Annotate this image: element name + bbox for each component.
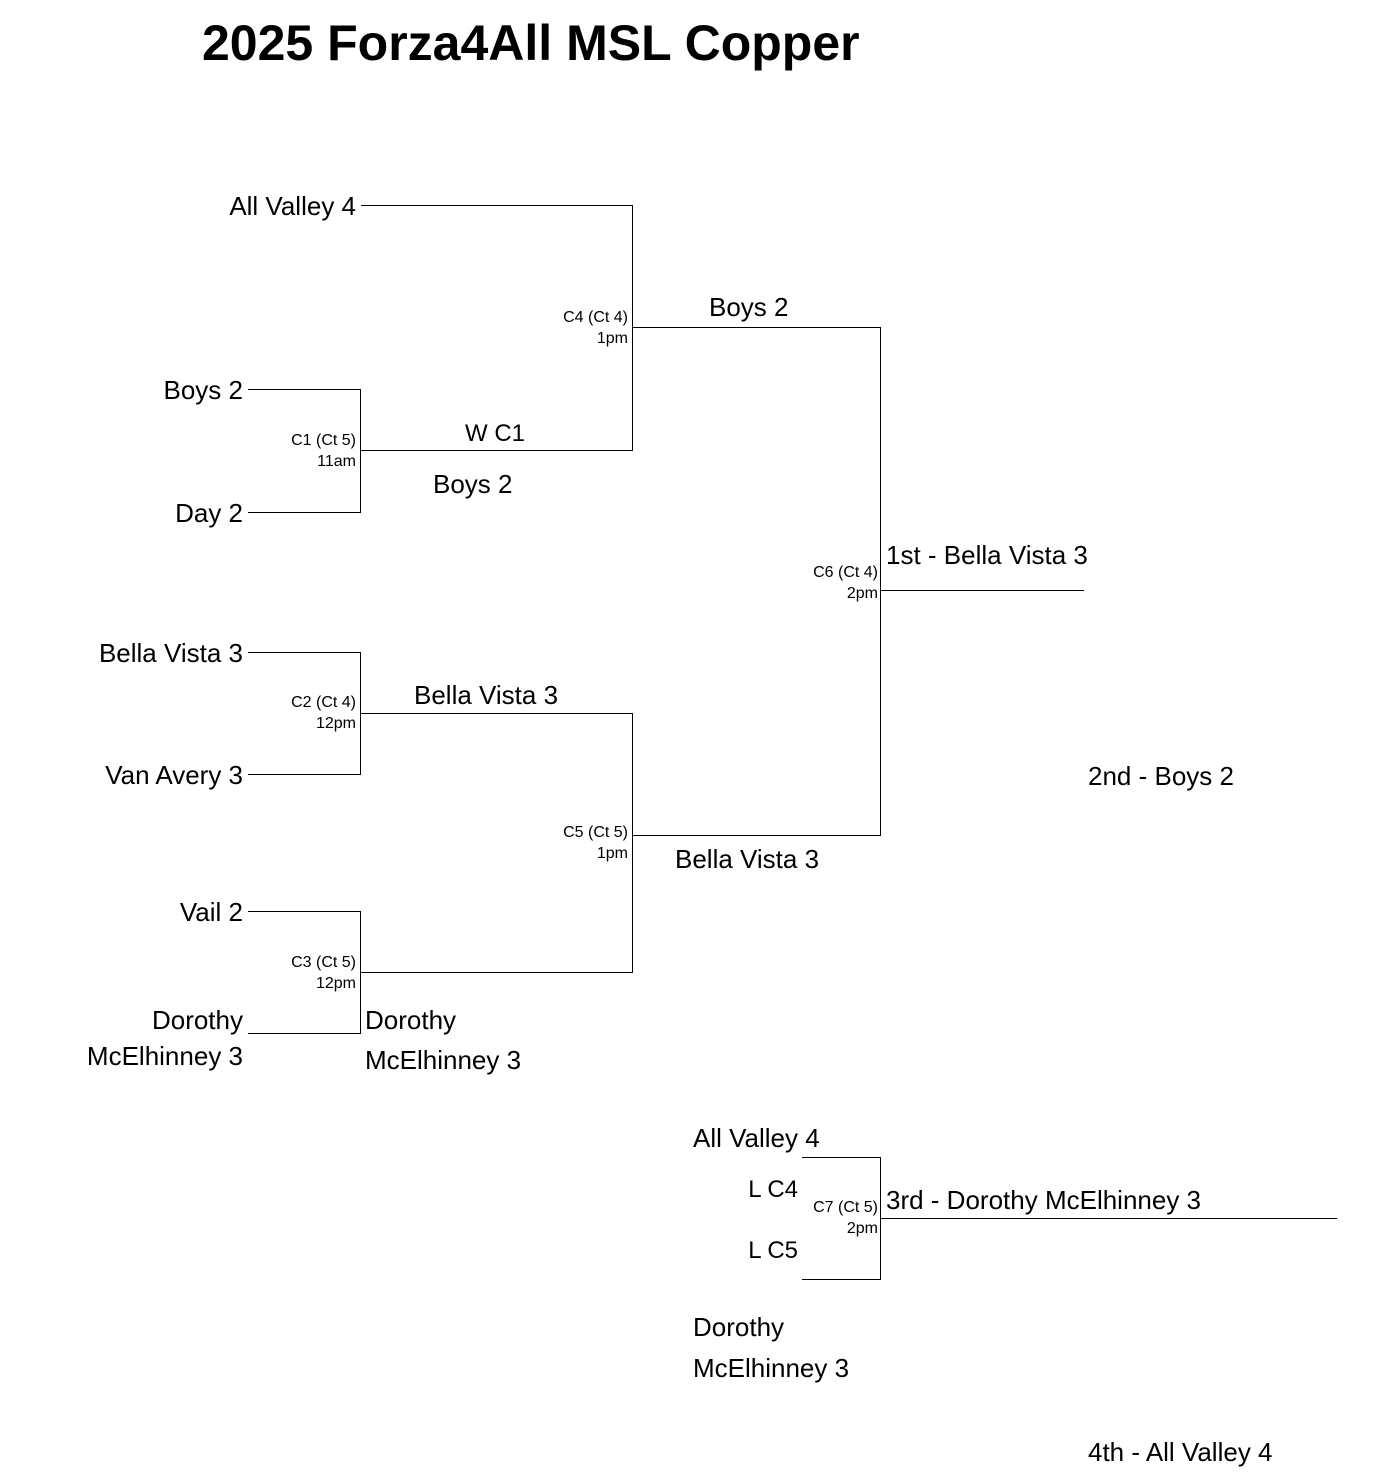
c7-slot-l-c4: L C4 [748,1176,798,1203]
c7-team-all-valley-4: All Valley 4 [693,1123,820,1153]
bracket-title: 2025 Forza4All MSL Copper [202,15,860,71]
game-c4-id: C4 (Ct 4) [563,309,628,326]
game-c6-id: C6 (Ct 4) [813,564,878,581]
c2-winner: Bella Vista 3 [414,680,559,710]
c7-bottom-line [802,1279,881,1280]
c2-bottom-line [248,774,361,775]
c7-winner-line [881,1218,1337,1219]
c3-vertical-line [360,911,361,1034]
game-c2-label: C2 (Ct 4) 12pm [291,692,356,734]
c7-slot-l-c5: L C5 [748,1237,798,1264]
third-place: 3rd - Dorothy McElhinney 3 [886,1185,1202,1215]
game-c2-time: 12pm [315,715,356,732]
c2-vertical-line [360,652,361,775]
game-c4-time: 1pm [596,330,628,347]
c5-vertical-line [632,713,633,973]
c1-winner: Boys 2 [433,469,513,499]
c6-winner-line [881,590,1084,591]
c4-vertical-line [632,205,633,451]
c1-bottom-line [248,512,361,513]
c4-winner-line [633,327,881,328]
team-name-line-2: McElhinney 3 [86,1041,243,1071]
c3-top-line [248,911,361,912]
c2-top-line [248,652,361,653]
team-all-valley-4: All Valley 4 [229,191,356,221]
c5-winner: Bella Vista 3 [675,844,820,874]
c4-winner: Boys 2 [709,292,789,322]
game-c1-id: C1 (Ct 5) [291,432,356,449]
team-van-avery-3: Van Avery 3 [105,760,243,790]
c3-winner-line-2: McElhinney 3 [365,1045,522,1075]
c7-top-line [802,1157,881,1158]
fourth-place: 4th - All Valley 4 [1088,1437,1273,1467]
game-c1-label: C1 (Ct 5) 11am [291,430,356,472]
game-c3-time: 12pm [315,975,356,992]
game-c5-time: 1pm [596,845,628,862]
team-day-2: Day 2 [175,498,243,528]
c1-winner-line [361,450,633,451]
game-c7-label: C7 (Ct 5) 2pm [813,1197,878,1239]
c3-bottom-line [248,1033,361,1034]
c4-top-line [361,205,633,206]
game-c6-time: 2pm [846,585,878,602]
game-c3-label: C3 (Ct 5) 12pm [291,952,356,994]
team-boys-2: Boys 2 [163,375,244,405]
c2-winner-line [361,713,633,714]
game-c5-label: C5 (Ct 5) 1pm [563,822,628,864]
team-name-line-1: Dorothy [151,1005,243,1035]
game-c2-id: C2 (Ct 4) [291,694,356,711]
game-c4-label: C4 (Ct 4) 1pm [563,307,628,349]
game-c5-id: C5 (Ct 5) [563,824,628,841]
c7-vertical-line [880,1157,881,1280]
c7-team-dorothy-mcelhinney-3: Dorothy McElhinney 3 [693,1307,849,1389]
first-place: 1st - Bella Vista 3 [886,540,1088,570]
game-c7-id: C7 (Ct 5) [813,1199,878,1216]
game-c1-time: 11am [317,453,356,470]
game-c3-id: C3 (Ct 5) [291,954,356,971]
c3-winner: Dorothy McElhinney 3 [365,1000,521,1080]
team-bella-vista-3: Bella Vista 3 [98,638,243,668]
team-vail-2: Vail 2 [179,897,243,927]
second-place: 2nd - Boys 2 [1088,761,1234,791]
c7-team-line-2: McElhinney 3 [693,1353,850,1383]
game-c6-label: C6 (Ct 4) 2pm [813,562,878,604]
c1-vertical-line [360,389,361,513]
c1-winner-placeholder: W C1 [465,420,525,447]
c3-winner-line [361,972,633,973]
c5-winner-line [633,835,881,836]
game-c7-time: 2pm [846,1220,878,1237]
c1-top-line [248,389,361,390]
team-dorothy-mcelhinney-3: Dorothy McElhinney 3 [87,1002,243,1074]
c7-team-line-1: Dorothy [693,1312,785,1342]
c3-winner-line-1: Dorothy [365,1005,457,1035]
c6-vertical-line [880,327,881,836]
